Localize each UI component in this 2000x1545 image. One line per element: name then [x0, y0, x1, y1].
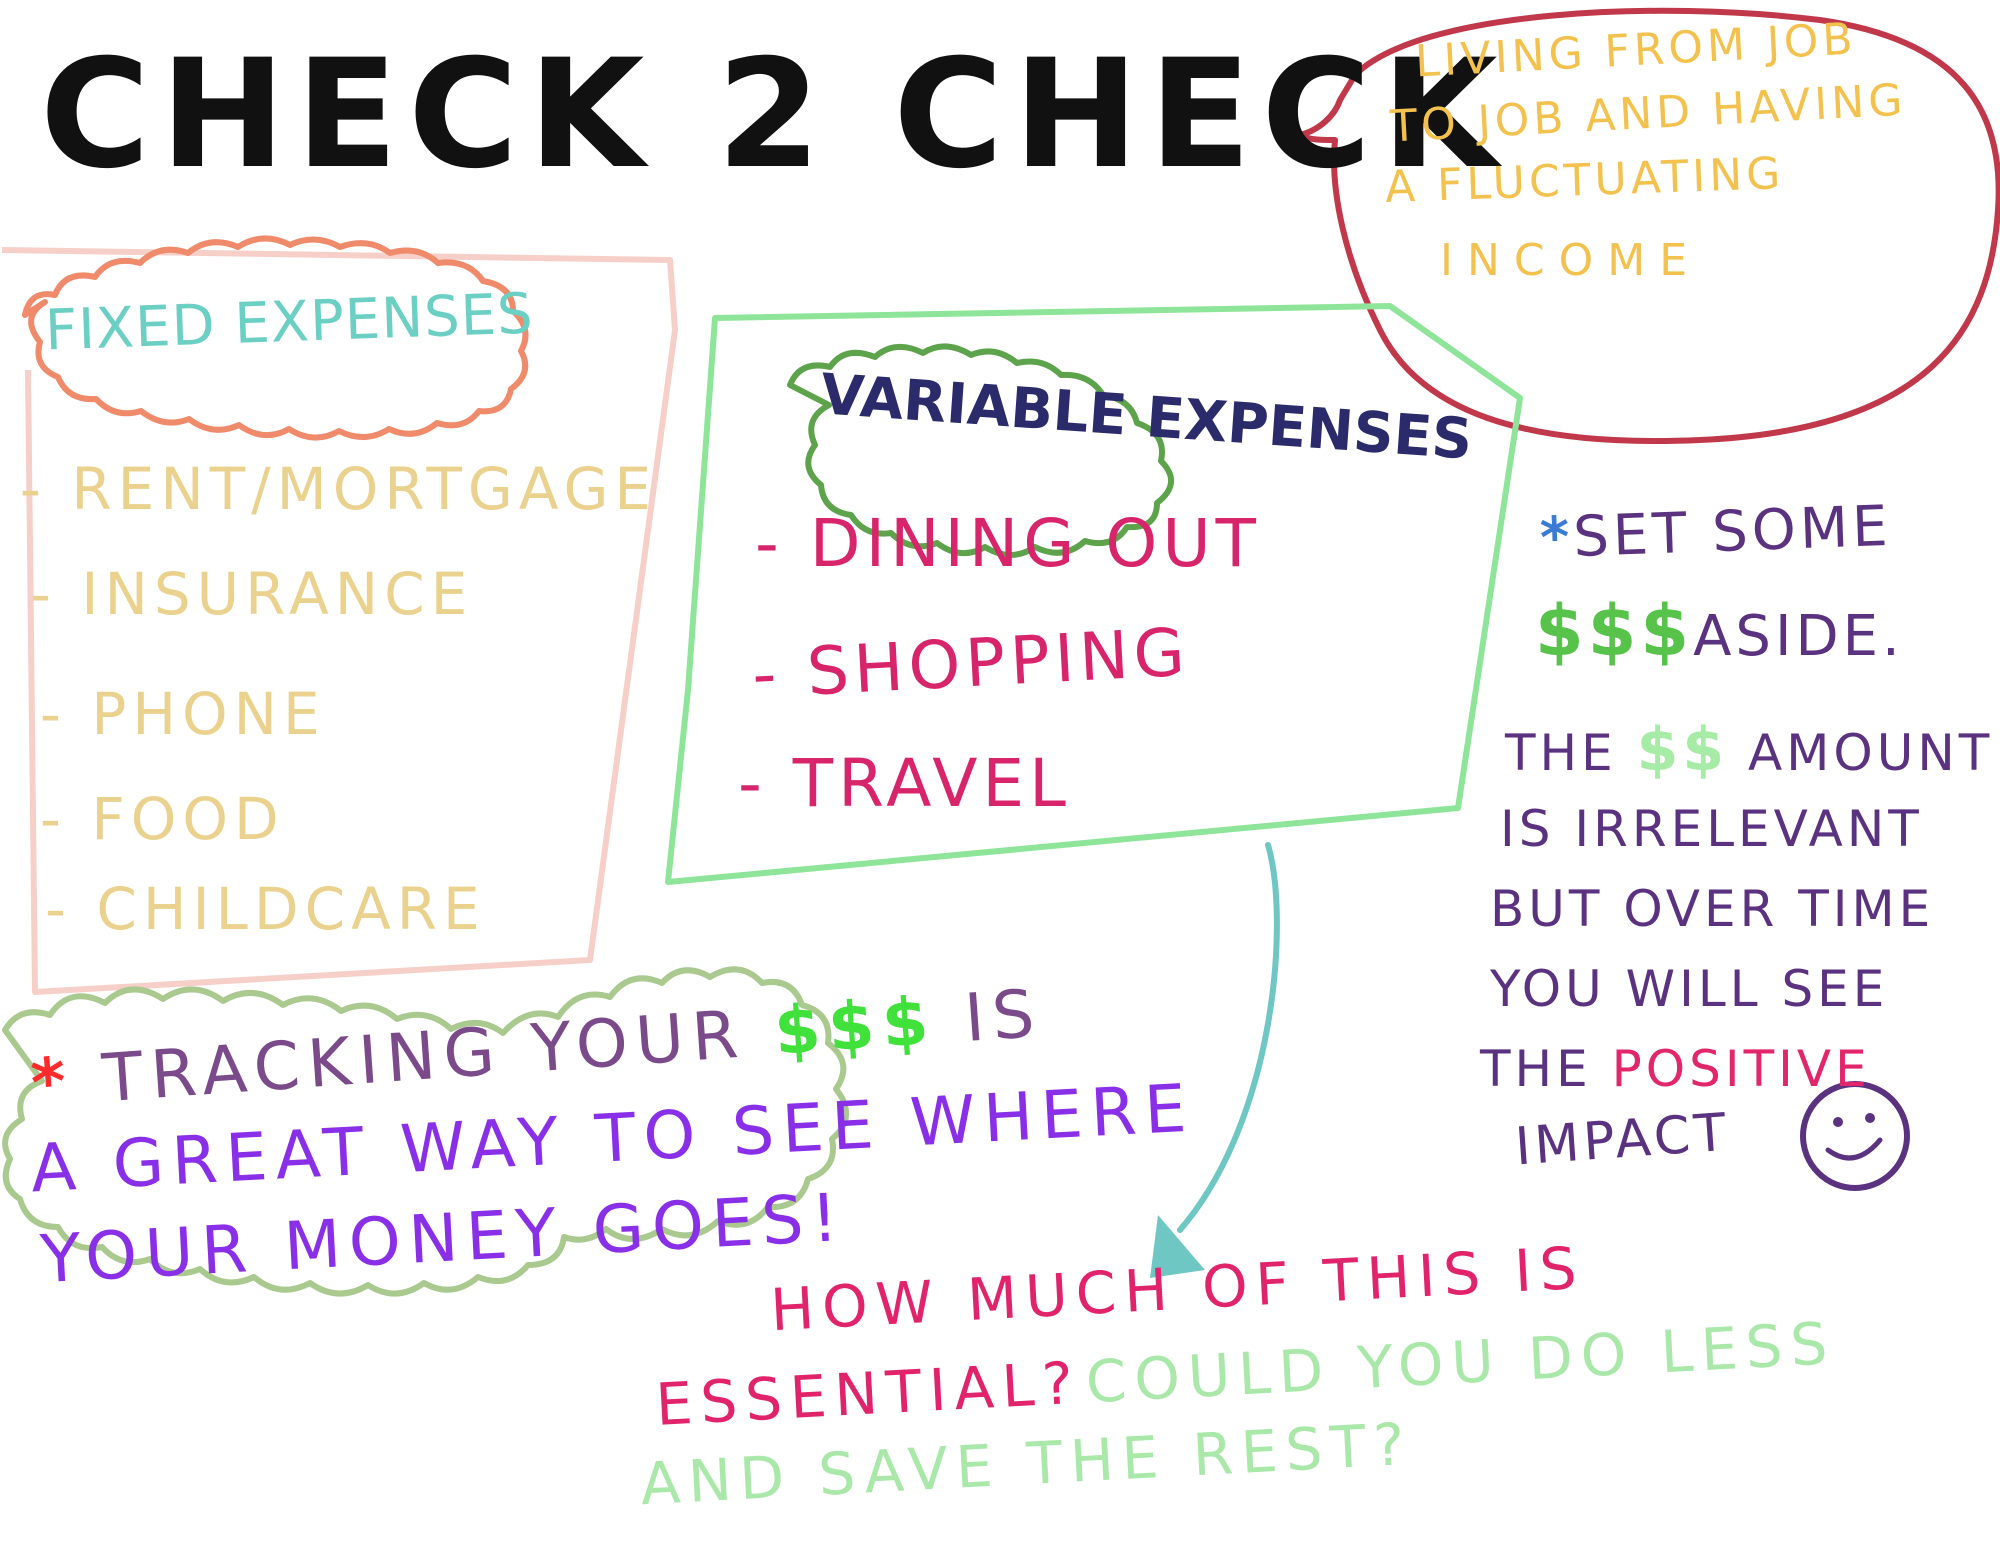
variable-item-dining: - DINING OUT — [755, 505, 1261, 582]
fixed-item-phone: - PHONE — [40, 680, 326, 748]
tracking-thought-cloud — [2, 966, 849, 1297]
savings-money-signs-2: $$ — [1636, 715, 1729, 785]
fixed-expenses-box — [1, 247, 678, 995]
tracking-is-text: IS — [962, 974, 1045, 1057]
savings-aside-text: ASIDE. — [1693, 604, 1904, 669]
arrow-line — [1177, 842, 1280, 1233]
savings-line-5: BUT OVER TIME — [1490, 880, 1935, 938]
fixed-item-rent: - RENT/MORTGAGE — [20, 455, 658, 523]
savings-amount-text: AMOUNT — [1748, 724, 1994, 782]
fixed-item-food-label: FOOD — [91, 785, 285, 853]
savings-line-2: $$$ASIDE. — [1535, 590, 1904, 672]
smiley-face-icon — [1800, 1081, 1910, 1191]
definition-line-4: INCOME — [1440, 235, 1702, 286]
variable-item-travel-label: TRAVEL — [792, 745, 1071, 822]
savings-line-7: THE POSITIVE — [1480, 1040, 1871, 1098]
fixed-heading-cloud — [22, 235, 529, 441]
fixed-item-insurance-label: INSURANCE — [81, 560, 474, 628]
definition-speech-bubble — [1297, 7, 2000, 445]
fixed-item-phone-label: PHONE — [91, 680, 326, 748]
variable-expenses-box — [665, 303, 1523, 885]
savings-the2-text: THE — [1480, 1040, 1592, 1098]
fixed-item-food: - FOOD — [40, 785, 285, 853]
savings-the-text: THE — [1505, 724, 1617, 782]
arrow-head-icon — [1150, 1215, 1205, 1278]
savings-positive-text: POSITIVE — [1611, 1040, 1871, 1098]
red-asterisk-icon: * — [28, 1042, 77, 1123]
savings-line-4: IS IRRELEVANT — [1500, 800, 1923, 858]
fixed-item-childcare: - CHILDCARE — [45, 875, 486, 943]
variable-heading-cloud — [787, 343, 1174, 558]
savings-money-signs-1: $$$ — [1535, 590, 1694, 672]
tracking-money-signs: $$$ — [771, 982, 939, 1071]
fixed-item-rent-label: RENT/MORTGAGE — [71, 455, 658, 523]
variable-item-dining-label: DINING OUT — [809, 505, 1261, 582]
variable-item-travel: - TRAVEL — [738, 745, 1071, 822]
blue-asterisk-icon: * — [1538, 504, 1575, 572]
fixed-item-insurance: - INSURANCE — [30, 560, 474, 628]
fixed-item-childcare-label: CHILDCARE — [96, 875, 486, 943]
savings-line-1-text: SET SOME — [1572, 493, 1893, 570]
savings-line-6: YOU WILL SEE — [1490, 960, 1889, 1018]
savings-line-1: *SET SOME — [1539, 494, 1893, 571]
page-title: CHECK 2 CHECK — [40, 28, 1508, 202]
savings-line-3: THE $$ AMOUNT — [1505, 715, 1993, 785]
